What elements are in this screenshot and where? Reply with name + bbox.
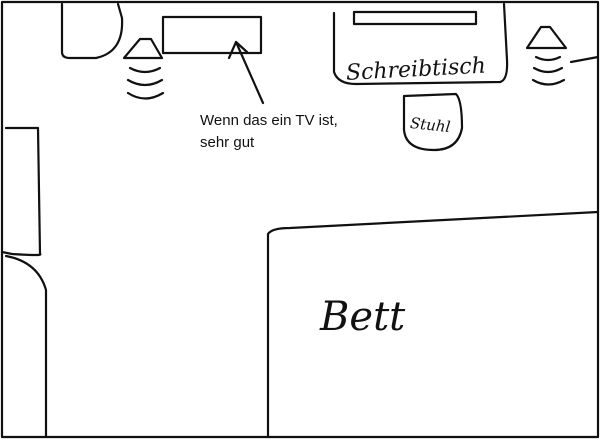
chair-label: Stuhl xyxy=(409,114,451,136)
desk-monitor xyxy=(352,10,478,26)
chair xyxy=(402,92,464,152)
annotation-line-2: sehr gut xyxy=(200,134,255,151)
annotation-arrow xyxy=(227,40,265,105)
desk-label: Schreibtisch xyxy=(345,54,486,86)
speaker-right xyxy=(525,25,600,86)
wardrobe-edge xyxy=(4,254,48,439)
desk xyxy=(332,2,509,86)
speaker-icon xyxy=(122,37,164,60)
tv-cabinet xyxy=(161,15,263,55)
door-swing xyxy=(60,2,124,60)
annotation-line-1: Wenn das ein TV ist, xyxy=(200,112,338,129)
tv-annotation: Wenn das ein TV ist, sehr gut xyxy=(200,110,400,154)
wardrobe xyxy=(0,126,42,257)
bed-label: Bett xyxy=(319,294,406,340)
bed xyxy=(266,210,600,439)
speaker-icon xyxy=(525,25,568,50)
speaker-left xyxy=(122,37,165,100)
